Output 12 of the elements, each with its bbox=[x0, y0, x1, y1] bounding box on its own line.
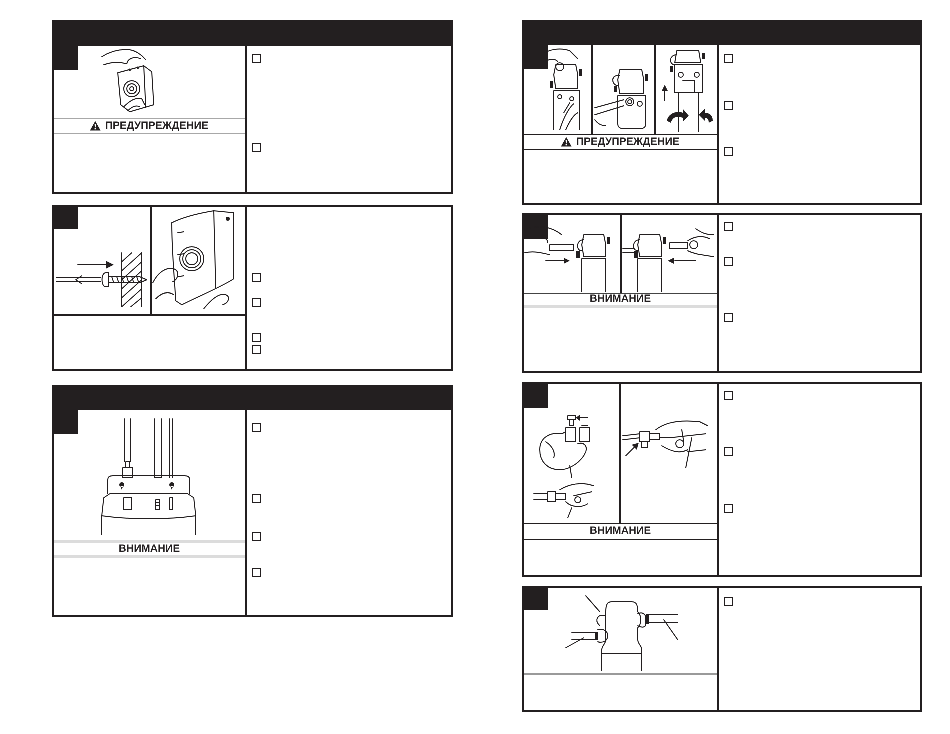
caution-heading: ВНИМАНИЕ bbox=[590, 526, 652, 537]
step-panel bbox=[52, 205, 453, 371]
step-panel bbox=[522, 213, 922, 373]
caution-heading: ВНИМАНИЕ bbox=[118, 544, 180, 554]
step-panel bbox=[52, 385, 453, 617]
step-panel bbox=[522, 586, 922, 712]
warning-heading: ПРЕДУПРЕЖДЕНИЕ bbox=[576, 136, 680, 148]
warning-heading: ПРЕДУПРЕЖДЕНИЕ bbox=[105, 120, 209, 132]
caution-heading: ВНИМАНИЕ bbox=[590, 294, 652, 305]
step-panel bbox=[522, 382, 922, 577]
step-panel bbox=[522, 20, 922, 205]
step-panel bbox=[52, 20, 453, 194]
